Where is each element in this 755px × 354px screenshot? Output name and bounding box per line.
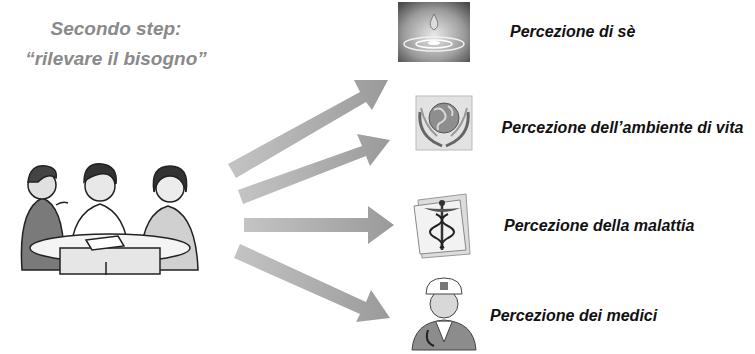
globe-hands-icon [416, 96, 472, 150]
arrow [238, 134, 390, 204]
perception-label: Percezione della malattia [504, 216, 694, 236]
doctor-icon [412, 278, 476, 350]
perception-label: Percezione dei medici [490, 306, 657, 326]
perception-label: Percezione di sè [510, 22, 635, 42]
arrow [244, 206, 394, 244]
perception-label: Percezione dell’ambiente di vita [500, 118, 745, 138]
arrow [228, 80, 388, 178]
arrows [228, 80, 394, 322]
water-drop-icon [398, 2, 470, 62]
people-at-table [21, 164, 198, 275]
step-title: Secondo step: “rilevare il bisogno” [18, 14, 214, 74]
arrow [234, 244, 390, 322]
caduceus-icon [414, 194, 470, 258]
